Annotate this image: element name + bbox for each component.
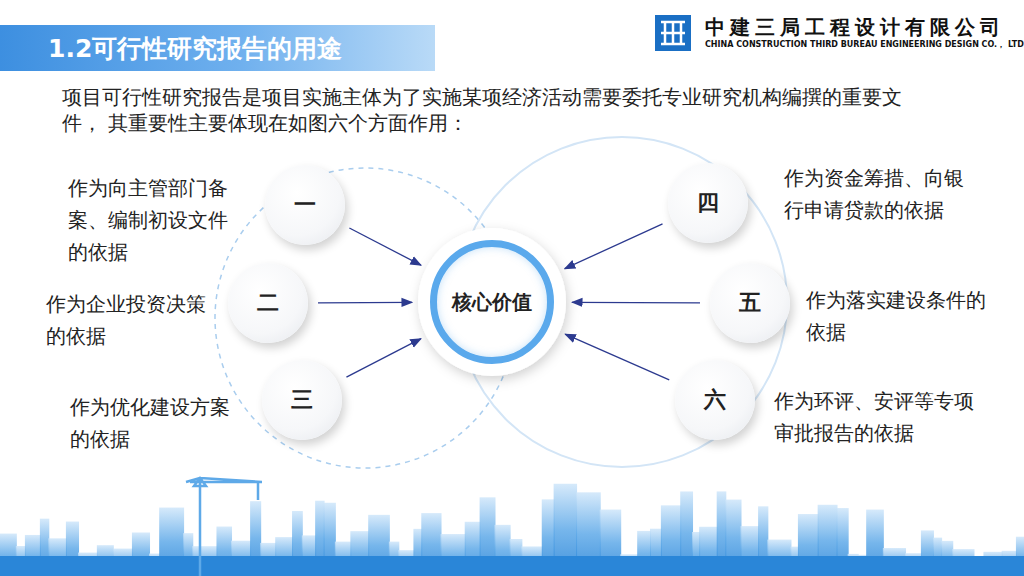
item-number: 三	[291, 389, 313, 411]
company-logo	[655, 15, 691, 51]
item-description: 作为优化建设方案的依据	[70, 391, 230, 455]
item-number: 五	[739, 292, 761, 314]
title-bar: 1.2可行性研究报告的用途	[0, 25, 435, 71]
item-description: 作为向主管部门备案、编制初设文件的依据	[68, 172, 228, 268]
slide-title: 1.2可行性研究报告的用途	[0, 32, 342, 65]
company-name: 中建三局工程设计有限公司	[705, 14, 1005, 40]
arrow-connector	[318, 302, 412, 304]
item-description: 作为资金筹措、向银行申请贷款的依据	[784, 162, 966, 226]
item-circle: 五作为落实建设条件的依据	[710, 263, 790, 343]
arrow-connector	[349, 228, 421, 265]
intro-paragraph: 项目可行性研究报告是项目实施主体为了实施某项经济活动需要委托专业研究机构编撰的重…	[62, 84, 922, 136]
arrow-connector	[565, 224, 663, 269]
item-description: 作为企业投资决策的依据	[46, 288, 206, 352]
city-skyline	[0, 478, 1024, 576]
item-description: 作为落实建设条件的依据	[806, 284, 988, 348]
arrow-connector	[565, 334, 669, 380]
item-circle: 二作为企业投资决策的依据	[228, 263, 308, 343]
item-circle: 一作为向主管部门备案、编制初设文件的依据	[265, 165, 345, 245]
item-number: 六	[704, 389, 726, 411]
core-circle: 核心价值	[430, 240, 554, 364]
crane	[186, 478, 262, 576]
item-number: 二	[257, 292, 279, 314]
item-description: 作为环评、安评等专项审批报告的依据	[774, 385, 988, 449]
center-halo	[418, 228, 566, 376]
company-english-name: CHINA CONSTRUCTION THIRD BUREAU ENGINEER…	[705, 40, 1024, 50]
item-circle: 四作为资金筹措、向银行申请贷款的依据	[668, 163, 748, 243]
item-number: 四	[697, 192, 719, 214]
item-circle: 六作为环评、安评等专项审批报告的依据	[675, 360, 755, 440]
ground-band	[0, 556, 1024, 576]
arrow-connector	[572, 302, 700, 304]
item-number: 一	[294, 194, 316, 216]
arrow-connector	[346, 339, 420, 377]
item-circle: 三作为优化建设方案的依据	[262, 360, 342, 440]
core-label: 核心价值	[452, 289, 532, 316]
